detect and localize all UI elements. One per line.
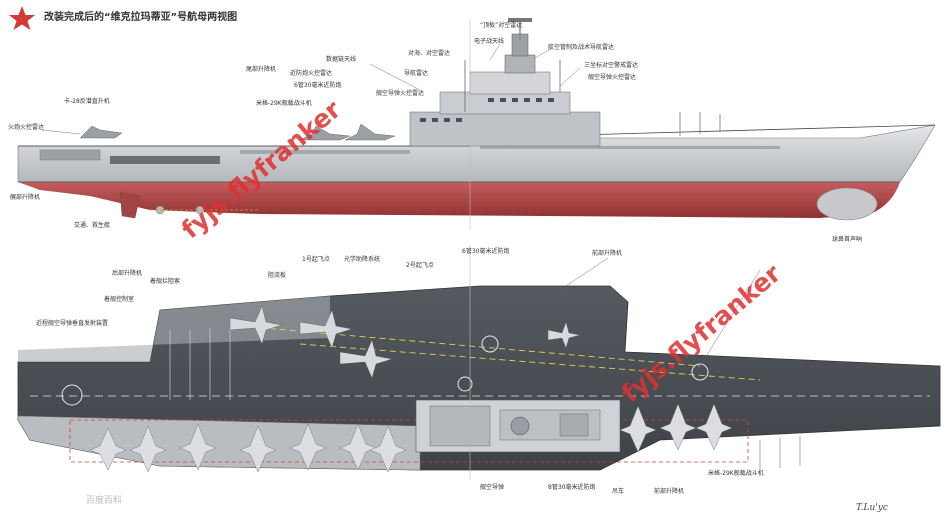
diagram-title: 改装完成后的“维克拉玛蒂亚”号航母两视图 — [44, 12, 238, 23]
label-aft-elevator-side: 尾部升降机 — [246, 66, 277, 73]
leader-lines — [41, 32, 761, 367]
island-side — [409, 18, 601, 147]
label-takeoff-point-1: 1号起飞点 — [302, 256, 330, 263]
label-3d-search-radar: 三坐标对空警戒雷达 — [584, 62, 639, 69]
label-ciws-8-barrel: 8管30毫米近防炮 — [548, 484, 596, 491]
island-top — [415, 399, 621, 453]
label-sam-fire-control-2: 舰空导弹火控雷达 — [376, 90, 425, 97]
label-aft-elevator-top: 后部升降机 — [112, 270, 143, 277]
label-datalink-antenna: 数据链天线 — [326, 56, 357, 63]
label-arrestor-wires: 着舰拦阻索 — [150, 278, 181, 285]
label-optical-landing: 光学助降系统 — [344, 256, 381, 263]
label-top-plate-radar: “顶板”对空雷达 — [480, 22, 523, 29]
hangar-outline — [69, 419, 749, 463]
side-view — [17, 18, 936, 230]
label-blast-deflector: 阻流板 — [268, 272, 287, 279]
bulbous-bow — [816, 187, 878, 221]
star-icon — [9, 6, 35, 30]
label-nav-radar: 导航雷达 — [404, 70, 429, 77]
hull-red-lower — [18, 182, 900, 218]
label-takeoff-point-2: 2号起飞点 — [406, 262, 434, 269]
label-bow-sonar: 球鼻首声呐 — [832, 236, 863, 243]
deck-aircraft-side — [79, 123, 396, 141]
label-stern-elevator: 艉部升降机 — [10, 194, 41, 201]
deck-aircraft-top — [229, 305, 581, 379]
label-landing-control-room: 着舰控制室 — [104, 296, 135, 303]
parked-aircraft-row — [89, 403, 733, 473]
label-ciws-side: 6管30毫米近防炮 — [294, 82, 342, 89]
label-nav-control-radar: 航空管制及战术导航雷达 — [548, 44, 615, 51]
label-ka28-helicopter: 卡-28反潜直升机 — [64, 98, 110, 105]
label-mig29k-side: 米格-29K舰载战斗机 — [256, 100, 312, 107]
label-ciws-top: 6管30毫米近防炮 — [462, 248, 510, 255]
label-ew-antenna: 电子战天线 — [474, 38, 505, 45]
label-ciws-fire-control: 近防炮火控雷达 — [290, 70, 333, 77]
label-sam-missiles: 舰空导弹 — [480, 484, 505, 491]
label-forward-elevator-bottom: 前部升降机 — [654, 488, 685, 495]
label-gun-fire-control: 火炮火控雷达 — [8, 124, 45, 131]
label-surface-air-radar: 对海、对空雷达 — [408, 50, 451, 57]
artist-credit: T.Lu'yc — [856, 503, 888, 513]
baidu-watermark: 百度百科 — [86, 496, 123, 506]
label-forward-elevator-top: 前部升降机 — [592, 250, 623, 257]
hull-grey-side — [17, 124, 936, 183]
label-mig29k-top: 米格-29K舰载战斗机 — [708, 470, 764, 477]
label-sam-fire-control-1: 舰空导弹火控雷达 — [588, 74, 637, 81]
top-view — [17, 245, 941, 480]
label-crane: 吊车 — [612, 488, 625, 495]
label-lifeboats: 交通、救生艇 — [74, 222, 111, 229]
label-vls-sam: 近程舰空导弹垂直发射装置 — [36, 320, 109, 327]
